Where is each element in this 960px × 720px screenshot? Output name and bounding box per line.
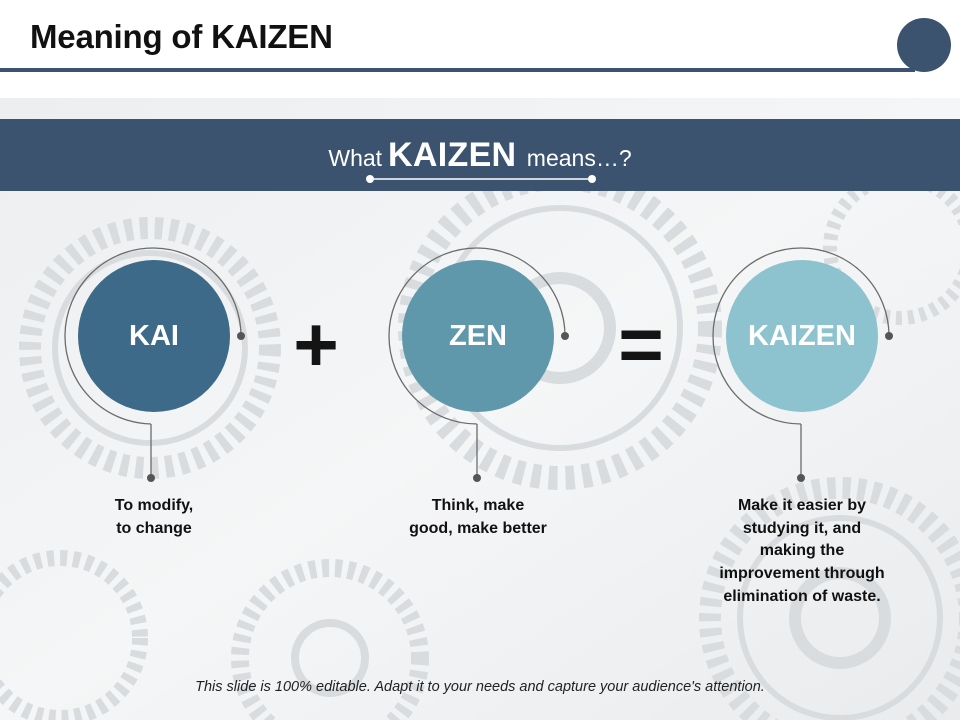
zen-description-line: good, make better (409, 519, 547, 537)
title-underline (0, 68, 915, 72)
kaizen-arc-dot (885, 332, 893, 340)
kaizen-connector (712, 247, 890, 478)
banner-suffix: means…? (526, 145, 632, 171)
zen-label: ZEN (449, 319, 507, 352)
equals-sign: = (618, 300, 664, 388)
page-title: Meaning of KAIZEN (30, 18, 333, 55)
kaizen-description-line: making the (759, 542, 845, 560)
kaizen-circle: KAIZEN (726, 260, 878, 412)
banner-prefix: What (328, 145, 383, 171)
plus-sign: + (293, 300, 339, 388)
kai-stem-dot (147, 474, 155, 482)
kai-description-line: to change (116, 519, 192, 537)
kai-description-line: To modify, (114, 497, 194, 514)
kaizen-description-line: elimination of waste. (723, 587, 881, 605)
kai-label: KAI (129, 319, 179, 352)
zen-description-line: Think, make (431, 497, 525, 514)
footer-note: This slide is 100% editable. Adapt it to… (195, 679, 765, 695)
kai-circle: KAI (78, 260, 230, 412)
kai-connector (64, 247, 242, 478)
zen-stem-dot (473, 474, 481, 482)
zen-description: Think, make good, make better (368, 495, 588, 540)
kai-description: To modify, to change (44, 495, 264, 540)
banner-keyword: KAIZEN (388, 136, 517, 174)
zen-circle: ZEN (402, 260, 554, 412)
kaizen-description-line: Make it easier by (737, 497, 867, 514)
kaizen-stem-dot (797, 474, 805, 482)
kaizen-label: KAIZEN (748, 319, 856, 352)
corner-circle-decoration (897, 18, 951, 72)
kai-arc-dot (237, 332, 245, 340)
kaizen-description-line: improvement through (719, 565, 885, 583)
banner-underline-connector (366, 175, 596, 183)
zen-arc-dot (561, 332, 569, 340)
zen-connector (388, 247, 566, 478)
kaizen-description: Make it easier by studying it, and makin… (692, 495, 912, 609)
kaizen-description-line: studying it, and (742, 519, 862, 537)
